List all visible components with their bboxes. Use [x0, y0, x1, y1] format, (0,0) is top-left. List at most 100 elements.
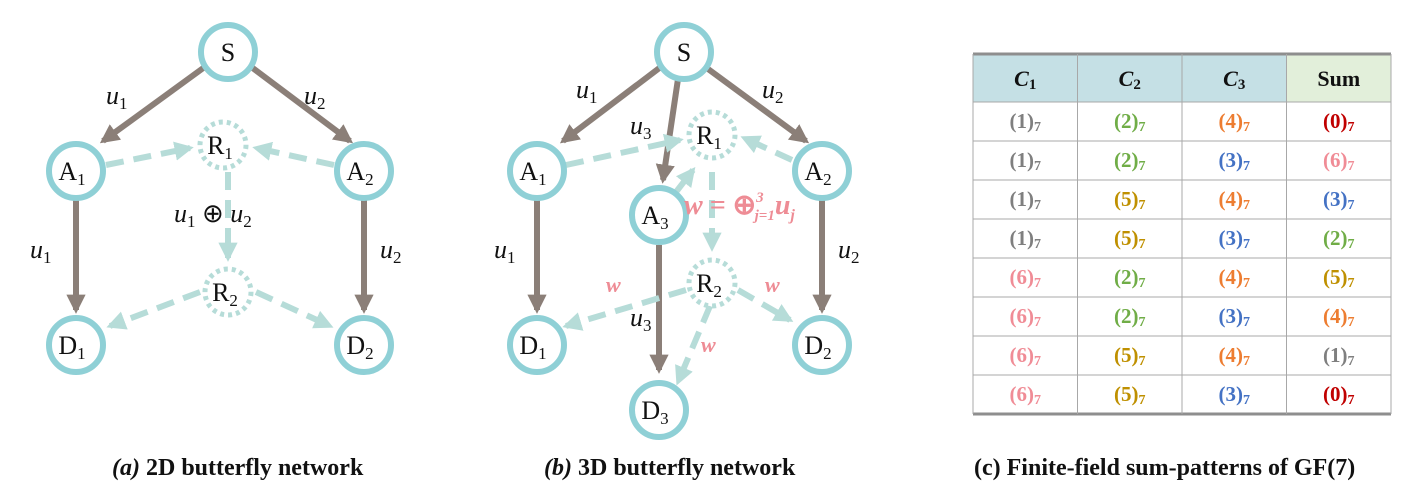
- table-cell: (2)7: [1323, 226, 1355, 252]
- table-cell: (3)7: [1323, 187, 1355, 213]
- column-header: Sum: [1317, 66, 1360, 91]
- table-cell: (1)7: [1010, 148, 1042, 174]
- table-body: (1)7 (2)7 (4)7 (0)7 (1)7 (2)7 (3)7 (6)7 (1)7 (5)7…: [1010, 109, 1355, 408]
- svg-text:A1: A1: [58, 157, 85, 189]
- edge-s-a3: [655, 78, 681, 184]
- edge-a3-r1: [673, 166, 696, 194]
- table-cell: (0)7: [1323, 109, 1355, 135]
- panel-a-edges: [66, 63, 374, 330]
- label-u3-top: u3: [630, 111, 652, 143]
- caption-a: (a) 2D butterfly network: [112, 455, 364, 481]
- svg-text:R1: R1: [207, 131, 233, 163]
- edge-s-a2: [702, 63, 810, 144]
- svg-text:D3: D3: [641, 396, 668, 428]
- table-cell: (6)7: [1010, 343, 1042, 369]
- svg-text:A2: A2: [346, 157, 373, 189]
- table-grid: [972, 52, 1392, 416]
- edge-a1-r1: [105, 141, 194, 168]
- edge-r2-d3: [675, 304, 713, 386]
- edge-r2-d2: [254, 289, 334, 329]
- table-cell: (3)7: [1219, 382, 1251, 408]
- table-cell: (5)7: [1114, 187, 1146, 213]
- node-a2: A2: [334, 141, 394, 201]
- label-u2-right: u2: [380, 235, 402, 267]
- header-cell-bg: [1077, 54, 1182, 102]
- node-d2: D2: [792, 315, 852, 375]
- label-w-bottom: w: [701, 332, 716, 357]
- node-r1: R1: [197, 119, 249, 171]
- panel-a: S A1 A2 R1 R2 D1 D2 u1 u2 u1 u2 u1 ⊕: [30, 22, 402, 481]
- panel-b: S A1 A2 R1 A3 R2 D1 D2: [494, 22, 860, 481]
- table-cell: (2)7: [1114, 148, 1146, 174]
- column-header: C2: [1119, 66, 1141, 93]
- table-header: C1 C2 C3 Sum: [973, 54, 1391, 102]
- node-d2: D2: [334, 315, 394, 375]
- table-cell: (5)7: [1323, 265, 1355, 291]
- edge-s-a1: [99, 63, 208, 144]
- svg-text:D1: D1: [58, 331, 85, 363]
- edge-a2-r1: [740, 135, 794, 163]
- table-cell: (3)7: [1219, 304, 1251, 330]
- svg-text:R1: R1: [696, 121, 722, 153]
- node-a1: A1: [507, 141, 567, 201]
- label-u1: u1: [576, 75, 598, 107]
- svg-text:R2: R2: [212, 278, 238, 310]
- caption-c: (c) Finite-field sum-patterns of GF(7): [974, 455, 1355, 481]
- table-cell: (2)7: [1114, 265, 1146, 291]
- svg-text:R2: R2: [696, 269, 722, 301]
- table-cell: (5)7: [1114, 382, 1146, 408]
- edge-a2-r1: [252, 141, 335, 168]
- edge-s-a2: [248, 63, 354, 144]
- node-a2: A2: [792, 141, 852, 201]
- edge-r2-d1: [106, 289, 202, 330]
- table-cell: (5)7: [1114, 343, 1146, 369]
- node-d1: D1: [46, 315, 106, 375]
- table-cell: (4)7: [1219, 109, 1251, 135]
- column-header: C3: [1223, 66, 1245, 93]
- table-cell: (4)7: [1219, 187, 1251, 213]
- svg-text:D1: D1: [519, 331, 546, 363]
- table-cell: (6)7: [1010, 382, 1042, 408]
- table-cell: (4)7: [1219, 265, 1251, 291]
- node-d3: D3: [629, 380, 689, 440]
- svg-text:A1: A1: [519, 157, 546, 189]
- node-s: S: [198, 22, 258, 82]
- table-cell: (0)7: [1323, 382, 1355, 408]
- table-cell: (5)7: [1114, 226, 1146, 252]
- table-cell: (4)7: [1323, 304, 1355, 330]
- label-w-right: w: [765, 272, 780, 297]
- node-r1: R1: [686, 109, 738, 161]
- label-u2-right: u2: [838, 235, 860, 267]
- label-u1-left: u1: [494, 235, 516, 267]
- label-u1-top: u1: [106, 81, 128, 113]
- table-cell: (1)7: [1323, 343, 1355, 369]
- edge-a1-r1: [565, 133, 684, 168]
- table-cell: (1)7: [1010, 187, 1042, 213]
- node-a1: A1: [46, 141, 106, 201]
- caption-b: (b) 3D butterfly network: [544, 455, 796, 481]
- panel-b-edges: [527, 63, 832, 386]
- node-r2: R2: [202, 266, 254, 318]
- node-s: S: [654, 22, 714, 82]
- label-xor: u1 ⊕ u2: [174, 199, 252, 231]
- label-u2: u2: [762, 75, 784, 107]
- svg-text:A2: A2: [804, 157, 831, 189]
- column-header: C1: [1014, 66, 1036, 93]
- table-cell: (6)7: [1010, 265, 1042, 291]
- edge-r2-d2: [736, 287, 794, 323]
- sum-pattern-table: C1 C2 C3 Sum (1)7 (2)7 (4)7 (0)7 (1)7 (2)7 (3)7 (6…: [972, 52, 1392, 416]
- node-r2: R2: [686, 257, 738, 309]
- table-cell: (6)7: [1323, 148, 1355, 174]
- label-u2-top: u2: [304, 81, 326, 113]
- svg-text:S: S: [677, 38, 691, 67]
- table-cell: (6)7: [1010, 304, 1042, 330]
- label-w-left: w: [606, 272, 621, 297]
- header-cell-bg: [1182, 54, 1287, 102]
- svg-text:S: S: [221, 38, 235, 67]
- table-cell: (2)7: [1114, 109, 1146, 135]
- table-cell: (4)7: [1219, 343, 1251, 369]
- header-cell-bg: [1286, 54, 1391, 102]
- edge-s-a1: [559, 63, 664, 144]
